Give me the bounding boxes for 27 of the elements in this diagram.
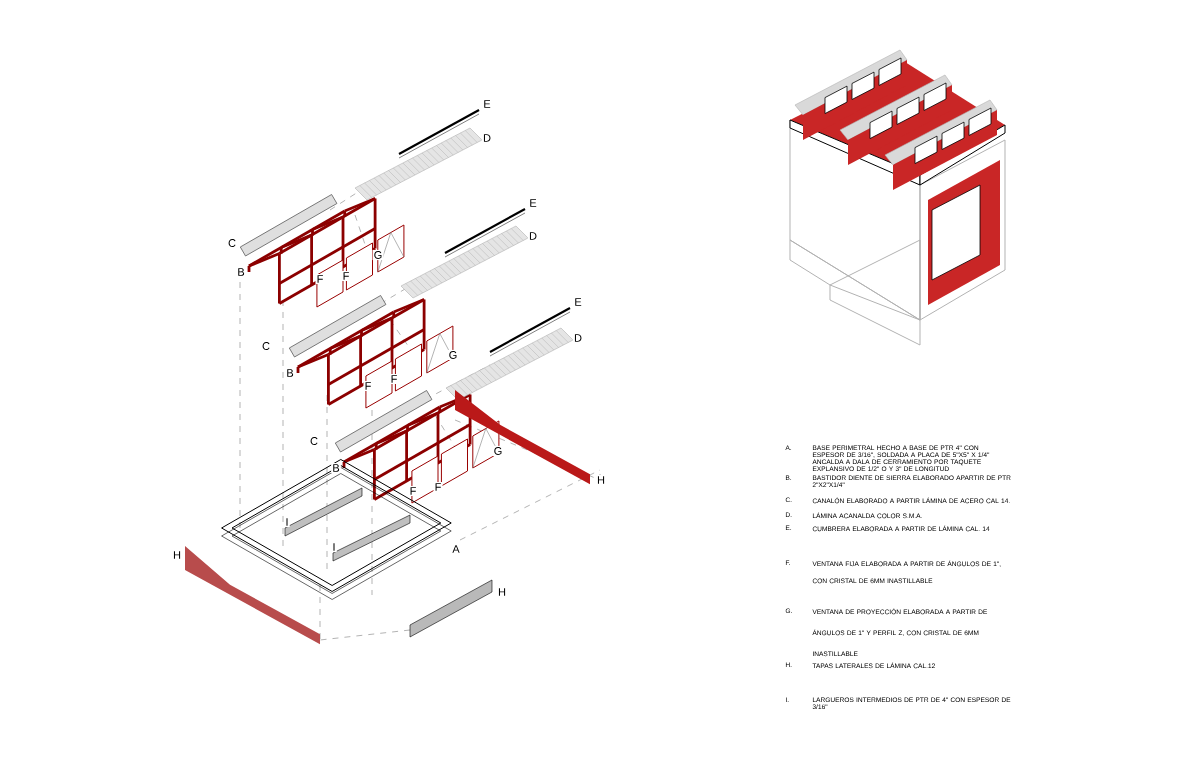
callout-letter: C [260,340,272,352]
callout-letter: F [315,274,325,284]
callout-letter: A [451,544,461,554]
callout-letter: E [573,297,583,307]
callout-letter: F [433,482,443,492]
callout-letter: F [389,374,399,384]
callout-letter: H [171,550,183,560]
callout-letter: E [528,198,538,208]
callout-letter: D [527,231,539,241]
callout-letter: I [284,517,290,527]
callout-letter: D [481,133,493,143]
callout-letter: G [492,445,504,457]
callout-letter: I [331,542,337,552]
callout-letter: G [372,249,384,261]
callout-letter: H [595,475,607,485]
callout-letter: F [363,381,373,391]
callout-letter: C [308,435,320,447]
callout-letter: B [331,463,341,473]
callout-letter: G [447,349,459,361]
callout-letter: C [226,237,238,249]
callout-letter: E [482,99,492,109]
callout-letter: F [408,486,418,496]
callout-letter: H [496,587,508,597]
callout-letter: B [285,368,295,378]
callout-letter: B [236,267,246,277]
callout-letter: F [341,271,351,281]
callout-letter: D [572,333,584,343]
